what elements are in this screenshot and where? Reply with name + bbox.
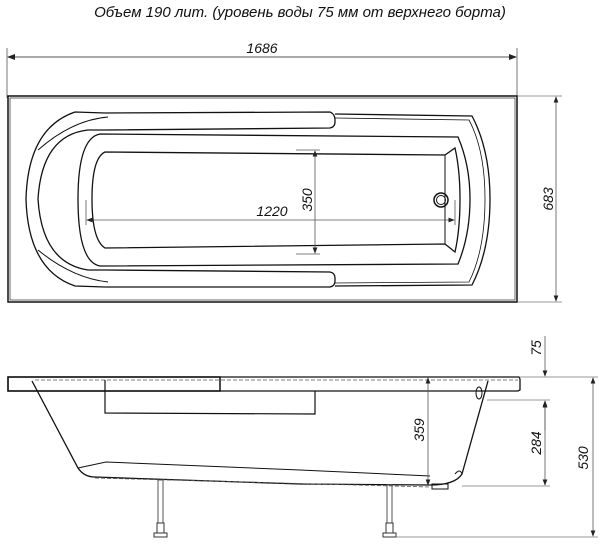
leg-right: [382, 484, 397, 538]
side-view: 359 75 284 530: [7, 336, 598, 538]
dim-inner-depth: 359: [411, 418, 427, 442]
top-view: 1686 1220 350 683: [6, 40, 562, 303]
dim-overall-width: 683: [540, 187, 556, 211]
dim-total-height: 530: [575, 446, 591, 470]
dim-inner-length: 1220: [256, 203, 287, 219]
dim-overall-length: 1686: [246, 40, 277, 56]
leg-left: [153, 479, 168, 538]
drawing-title: Объем 190 лит. (уровень воды 75 мм от ве…: [94, 4, 506, 21]
dim-inner-width: 350: [299, 188, 315, 212]
dim-water-offset: 75: [528, 340, 544, 356]
dim-overflow-height: 284: [528, 431, 544, 456]
